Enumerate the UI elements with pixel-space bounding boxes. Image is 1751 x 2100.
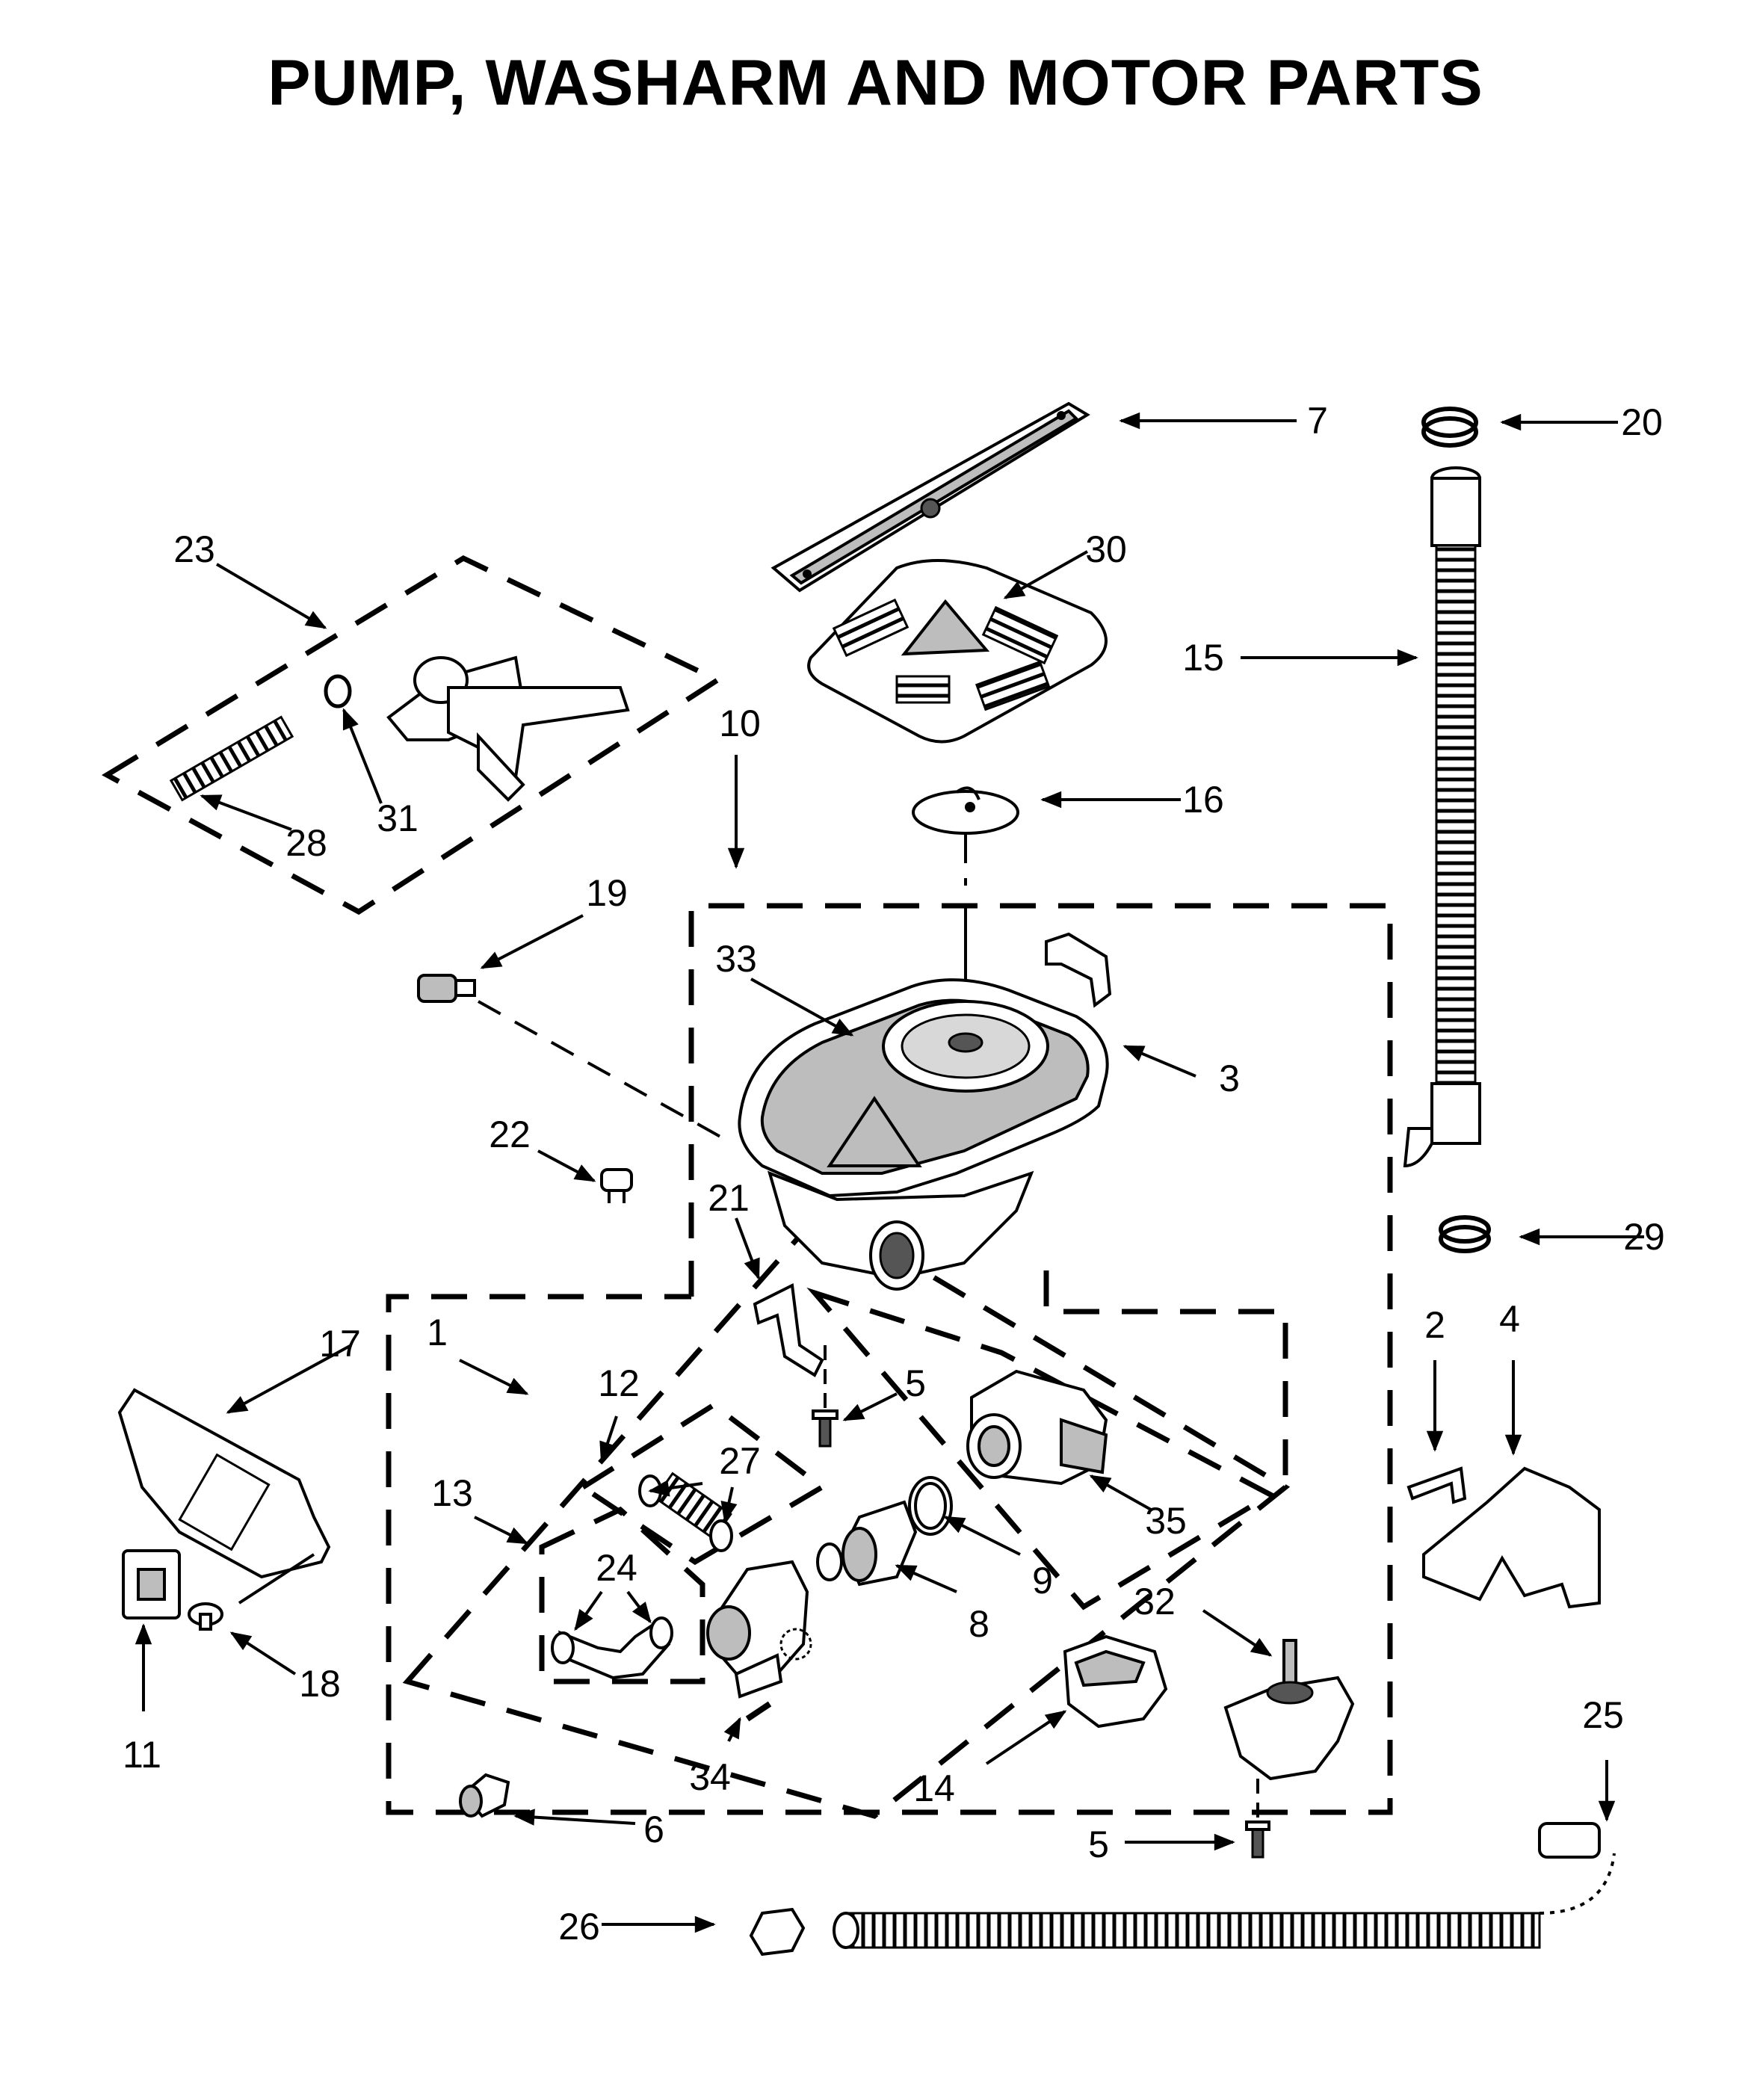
callout-20: 20 xyxy=(1621,401,1663,443)
callout-24: 24 xyxy=(596,1547,637,1589)
bracket-part-2 xyxy=(1406,1466,1467,1504)
callout-13: 13 xyxy=(431,1472,473,1514)
callout-31: 31 xyxy=(377,797,419,839)
callout-26: 26 xyxy=(558,1906,600,1948)
clamp-part-31 xyxy=(324,674,352,708)
thermistor-part-22 xyxy=(600,1168,633,1203)
callout-19: 19 xyxy=(586,872,628,914)
callout-5-upper: 5 xyxy=(905,1362,926,1404)
callout-28: 28 xyxy=(285,822,327,864)
callout-34: 34 xyxy=(689,1756,731,1798)
clip-part-3 xyxy=(1045,932,1112,1008)
callout-21: 21 xyxy=(708,1177,750,1219)
drain-hose-part-25 xyxy=(833,1822,1616,1949)
callout-14: 14 xyxy=(913,1767,955,1809)
group-outline-1 xyxy=(402,1207,1291,1819)
group-outline-12 xyxy=(578,1401,827,1566)
clip-part-26 xyxy=(749,1907,806,1957)
bracket-part-21 xyxy=(753,1282,824,1377)
screw-part-34 xyxy=(745,1701,772,1722)
screw-part-5-lower xyxy=(1245,1820,1270,1859)
callout-33: 33 xyxy=(715,938,757,980)
o-ring-small xyxy=(816,1542,843,1581)
callout-labels: 7 20 30 15 16 23 31 28 10 19 33 3 22 21 … xyxy=(123,400,1665,1948)
callout-17: 17 xyxy=(319,1323,361,1365)
lower-wash-arm-part-7 xyxy=(770,401,1090,593)
elbow-hose-part-24 xyxy=(551,1616,673,1680)
hose-part-28 xyxy=(169,715,294,802)
clamp-part-20 xyxy=(1421,407,1478,448)
callout-22: 22 xyxy=(489,1114,531,1155)
diverter-motor-part-14 xyxy=(1063,1634,1168,1729)
leader-arrows xyxy=(135,412,1644,1933)
group-outline-35 xyxy=(806,1287,1276,1610)
callout-16: 16 xyxy=(1182,779,1224,821)
diverter-valve-part-32 xyxy=(1223,1639,1355,1781)
callout-18: 18 xyxy=(299,1663,341,1705)
group-outline-10 xyxy=(386,903,1393,1815)
bracket-part-17 xyxy=(117,1388,331,1605)
callout-2: 2 xyxy=(1424,1304,1445,1346)
fill-hose-part-15 xyxy=(1403,466,1481,1168)
page-title: PUMP, WASHARM AND MOTOR PARTS xyxy=(268,47,1483,119)
grommet-part-18 xyxy=(188,1602,223,1631)
callout-32: 32 xyxy=(1134,1581,1176,1622)
mount-part-11 xyxy=(122,1549,181,1619)
filter-disc-part-16 xyxy=(912,786,1019,835)
callout-9: 9 xyxy=(1032,1560,1053,1602)
drain-pump-part-23 xyxy=(386,655,630,802)
connector-part-6 xyxy=(459,1773,510,1818)
callout-1: 1 xyxy=(427,1312,448,1353)
sump-assembly-part-33 xyxy=(738,978,1109,1291)
callout-27: 27 xyxy=(719,1440,761,1482)
callout-7: 7 xyxy=(1307,400,1328,442)
callout-12: 12 xyxy=(598,1362,640,1404)
callout-25: 25 xyxy=(1582,1694,1624,1736)
callout-8: 8 xyxy=(969,1603,989,1645)
o-ring-part-9 xyxy=(908,1476,953,1536)
callout-35: 35 xyxy=(1145,1500,1187,1542)
filter-plate-part-30 xyxy=(807,559,1108,744)
callout-30: 30 xyxy=(1085,528,1127,570)
screw-part-5-upper xyxy=(812,1409,839,1448)
turbidity-sensor-part-19 xyxy=(417,974,476,1003)
callout-11: 11 xyxy=(123,1734,161,1776)
impeller-part-8 xyxy=(841,1500,918,1587)
callout-23: 23 xyxy=(173,528,215,570)
callout-15: 15 xyxy=(1182,637,1224,679)
callout-6: 6 xyxy=(643,1809,664,1850)
clamp-part-29 xyxy=(1439,1215,1491,1253)
wash-motor-part-35 xyxy=(966,1369,1108,1486)
callout-29: 29 xyxy=(1623,1216,1665,1258)
callout-3: 3 xyxy=(1219,1057,1240,1099)
callout-5-lower: 5 xyxy=(1088,1823,1109,1865)
pump-housing-part xyxy=(706,1560,812,1699)
group-outline-13 xyxy=(539,1506,705,1684)
callout-10: 10 xyxy=(719,702,761,744)
callout-4: 4 xyxy=(1499,1298,1520,1340)
bracket-part-4 xyxy=(1422,1466,1601,1609)
